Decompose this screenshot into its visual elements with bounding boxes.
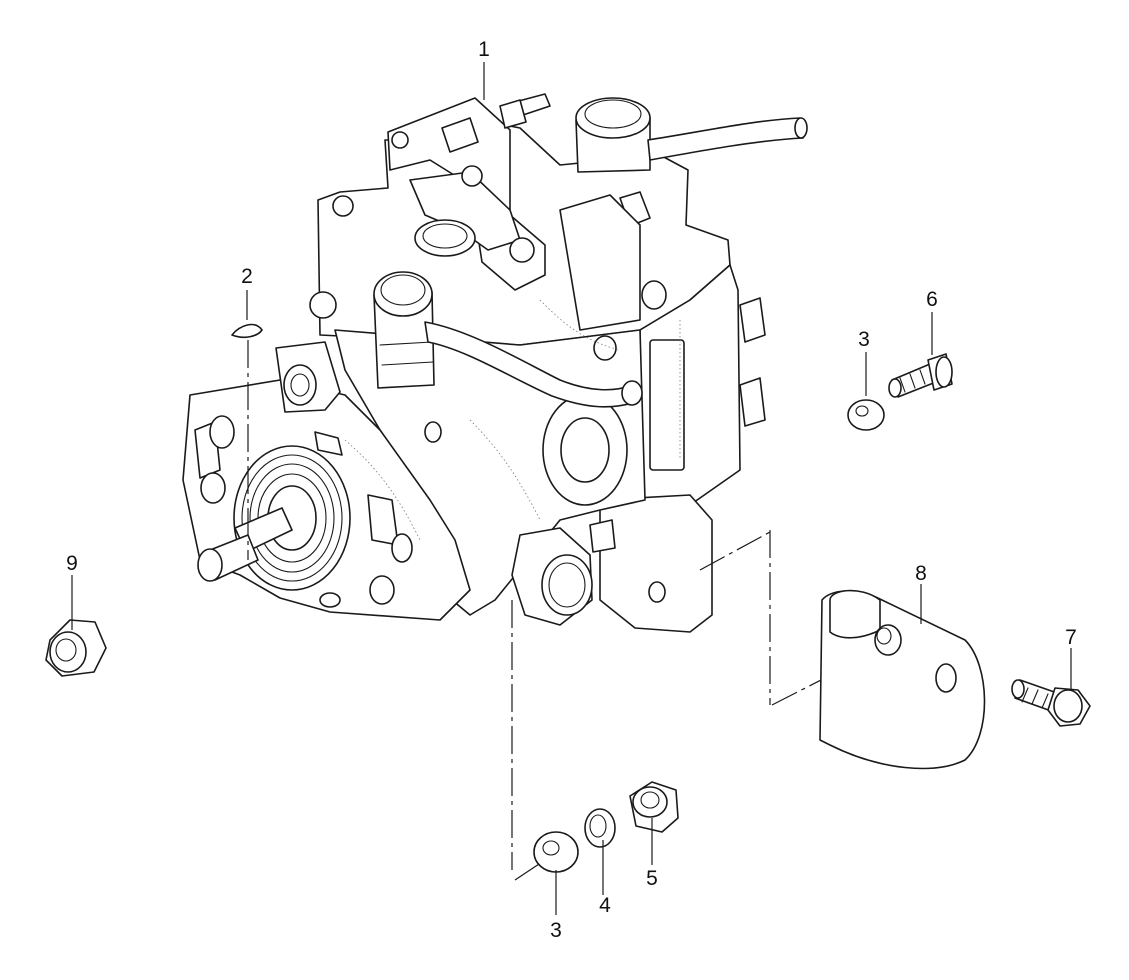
callout-1: 1 — [478, 38, 490, 61]
woodruff-key — [231, 323, 263, 338]
hex-nut — [629, 781, 679, 833]
callout-8: 8 — [915, 562, 927, 585]
washer-lower — [533, 831, 579, 873]
callout-7: 7 — [1065, 626, 1077, 649]
callout-2: 2 — [241, 265, 253, 288]
bolt-lower-right — [1011, 679, 1091, 727]
callout-5: 5 — [646, 867, 658, 890]
leader-lines — [71, 62, 1072, 915]
callout-6: 6 — [926, 288, 938, 311]
callout-9: 9 — [66, 552, 78, 575]
washer-upper — [847, 399, 885, 431]
callout-3-lower: 3 — [550, 919, 562, 942]
callout-3-upper: 3 — [858, 328, 870, 351]
callout-4: 4 — [599, 894, 611, 917]
mounting-bracket — [819, 589, 986, 770]
injection-pump-assembly — [182, 93, 808, 633]
callout-labels: 1 2 3 6 9 8 7 4 5 3 — [66, 38, 1077, 942]
spring-washer — [584, 808, 616, 848]
flange-nut — [45, 619, 107, 677]
bolt-upper — [888, 353, 953, 398]
